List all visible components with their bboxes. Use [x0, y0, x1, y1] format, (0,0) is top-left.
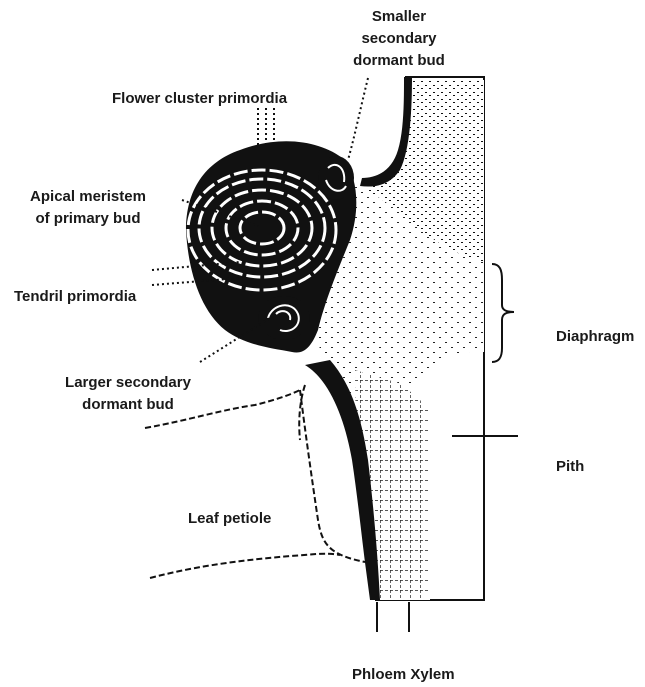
larger-secondary-bud	[258, 296, 310, 340]
label-smaller-secondary-bud: Smaller secondary dormant bud	[344, 6, 454, 72]
label-larger-secondary-bud: Larger secondary dormant bud	[48, 372, 208, 416]
smaller-secondary-bud	[318, 156, 354, 200]
diaphragm-bracket	[492, 264, 514, 362]
label-leaf-petiole: Leaf petiole	[188, 508, 271, 530]
label-diaphragm: Diaphragm	[556, 326, 634, 348]
label-flower-cluster-primordia: Flower cluster primordia	[112, 88, 287, 110]
label-pith: Pith	[556, 456, 584, 478]
label-phloem-xylem: Phloem Xylem	[352, 664, 455, 686]
label-apical-meristem: Apical meristem of primary bud	[8, 186, 168, 230]
label-tendril-primordia: Tendril primordia	[14, 286, 136, 308]
